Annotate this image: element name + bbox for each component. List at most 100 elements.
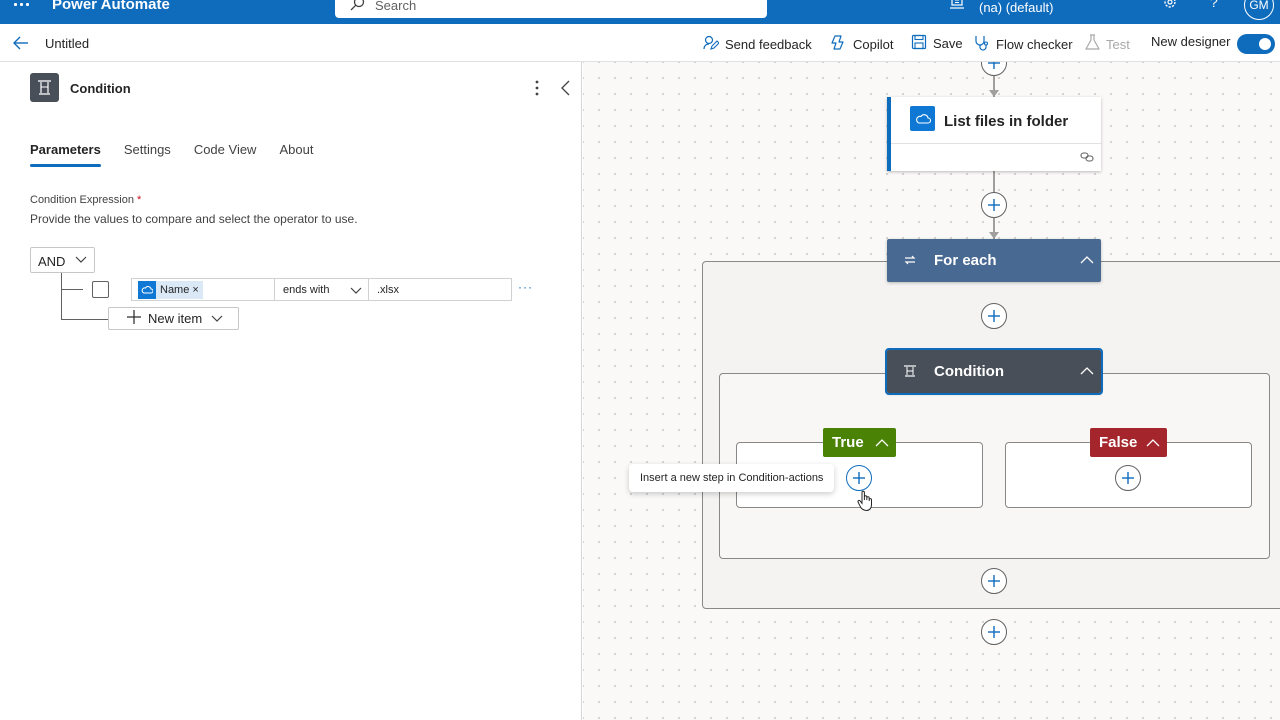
plus-icon <box>853 472 865 484</box>
tab-about[interactable]: About <box>279 142 314 157</box>
add-step-true-button[interactable] <box>846 465 872 491</box>
tree-connector <box>61 289 83 290</box>
token-remove-icon[interactable]: × <box>192 284 199 296</box>
command-bar: Untitled Send feedback Copilot Save Flow… <box>0 24 1280 62</box>
false-label: False <box>1099 434 1138 451</box>
help-icon[interactable]: ? <box>1210 0 1218 10</box>
search-placeholder: Search <box>375 0 417 13</box>
false-branch-header[interactable]: False <box>1090 428 1167 457</box>
chevron-up-icon[interactable] <box>875 436 889 451</box>
test-label: Test <box>1106 36 1130 52</box>
designer-canvas[interactable]: List files in folder For each Condition … <box>583 62 1280 720</box>
test-button[interactable]: Test <box>1085 34 1130 54</box>
list-files-in-folder-card[interactable]: List files in folder <box>887 97 1101 171</box>
token-label: Name <box>160 284 190 296</box>
search-icon <box>349 0 365 15</box>
top-app-bar: Power Automate Search (na) (default) ? G… <box>0 0 1280 24</box>
tab-settings[interactable]: Settings <box>123 142 171 157</box>
beaker-icon <box>1085 34 1100 54</box>
stethoscope-icon <box>973 34 990 54</box>
group-operator-value: AND <box>38 254 66 269</box>
chevron-down-icon <box>350 285 362 298</box>
send-feedback-label: Send feedback <box>725 36 812 52</box>
search-box[interactable]: Search <box>335 0 767 18</box>
row-more-options-icon[interactable]: ··· <box>518 280 533 294</box>
insert-step-tooltip: Insert a new step in Condition-actions <box>629 464 835 492</box>
onedrive-icon <box>910 106 935 131</box>
plus-icon <box>127 310 141 327</box>
copilot-button[interactable]: Copilot <box>830 34 893 54</box>
expression-label-text: Condition Expression <box>30 194 134 206</box>
true-label: True <box>832 434 864 451</box>
add-step-button[interactable] <box>981 303 1007 329</box>
required-mark: * <box>137 194 142 206</box>
condition-expression-description: Provide the values to compare and select… <box>30 212 358 226</box>
environment-icon[interactable] <box>949 0 965 13</box>
copilot-label: Copilot <box>853 36 894 52</box>
environment-name[interactable]: (na) (default) <box>979 0 1054 15</box>
plus-icon <box>988 199 1000 211</box>
collapse-panel-icon[interactable] <box>559 79 573 100</box>
add-step-button[interactable] <box>981 619 1007 645</box>
card-divider <box>891 143 1101 144</box>
add-step-button[interactable] <box>981 192 1007 218</box>
right-operand-field[interactable]: .xlsx <box>368 278 512 301</box>
gear-icon[interactable] <box>1162 0 1178 13</box>
plus-icon <box>1122 472 1134 484</box>
add-step-button[interactable] <box>981 568 1007 594</box>
plus-icon <box>988 626 1000 638</box>
tab-code-view[interactable]: Code View <box>193 142 257 157</box>
plus-icon <box>988 62 1000 69</box>
flow-checker-button[interactable]: Flow checker <box>973 34 1073 54</box>
condition-icon <box>903 364 917 381</box>
chevron-up-icon[interactable] <box>1080 253 1094 268</box>
loop-icon <box>903 253 917 270</box>
operator-dropdown[interactable]: ends with <box>274 278 369 301</box>
card-title: List files in folder <box>944 113 1069 130</box>
flow-checker-label: Flow checker <box>996 36 1073 52</box>
back-arrow-icon[interactable] <box>12 34 30 55</box>
dynamic-content-token[interactable]: Name × <box>138 281 203 299</box>
save-label: Save <box>933 36 963 51</box>
plus-icon <box>988 310 1000 322</box>
true-branch-header[interactable]: True <box>823 428 896 457</box>
new-item-button[interactable]: New item <box>108 307 239 330</box>
card-title: Condition <box>934 363 1004 380</box>
new-designer-label: New designer <box>1151 34 1231 49</box>
save-icon <box>911 34 927 53</box>
chevron-down-icon <box>75 253 87 268</box>
tree-connector <box>61 319 108 320</box>
condition-icon <box>30 73 59 102</box>
avatar[interactable]: GM <box>1244 0 1274 20</box>
new-designer-toggle[interactable] <box>1237 34 1275 54</box>
app-launcher-icon[interactable] <box>14 0 30 13</box>
panel-title[interactable]: Condition <box>70 81 131 96</box>
hand-cursor-icon <box>857 490 873 515</box>
tree-connector <box>61 273 62 320</box>
for-each-card[interactable]: For each <box>887 239 1101 282</box>
new-item-label: New item <box>148 311 203 326</box>
condition-expression-label: Condition Expression * <box>30 194 141 206</box>
left-operand-field[interactable]: Name × <box>131 278 275 301</box>
add-step-button[interactable] <box>981 62 1007 76</box>
card-title: For each <box>934 252 997 269</box>
connection-link-icon[interactable] <box>1080 151 1094 166</box>
chevron-up-icon[interactable] <box>1080 364 1094 379</box>
plus-icon <box>988 575 1000 587</box>
group-operator-dropdown[interactable]: AND <box>30 247 95 273</box>
more-options-icon[interactable] <box>529 78 545 101</box>
toggle-knob <box>1259 38 1271 50</box>
flow-title[interactable]: Untitled <box>45 36 90 51</box>
row-select-checkbox[interactable] <box>92 281 109 298</box>
feedback-icon <box>702 34 720 54</box>
tab-parameters[interactable]: Parameters <box>30 142 101 167</box>
chevron-down-icon <box>211 311 223 326</box>
app-brand[interactable]: Power Automate <box>52 0 170 13</box>
chevron-up-icon[interactable] <box>1146 436 1160 451</box>
add-step-false-button[interactable] <box>1115 465 1141 491</box>
onedrive-icon <box>138 281 156 299</box>
send-feedback-button[interactable]: Send feedback <box>702 34 812 54</box>
save-button[interactable]: Save <box>911 34 963 53</box>
condition-card[interactable]: Condition <box>885 348 1103 395</box>
operator-value: ends with <box>283 284 330 296</box>
